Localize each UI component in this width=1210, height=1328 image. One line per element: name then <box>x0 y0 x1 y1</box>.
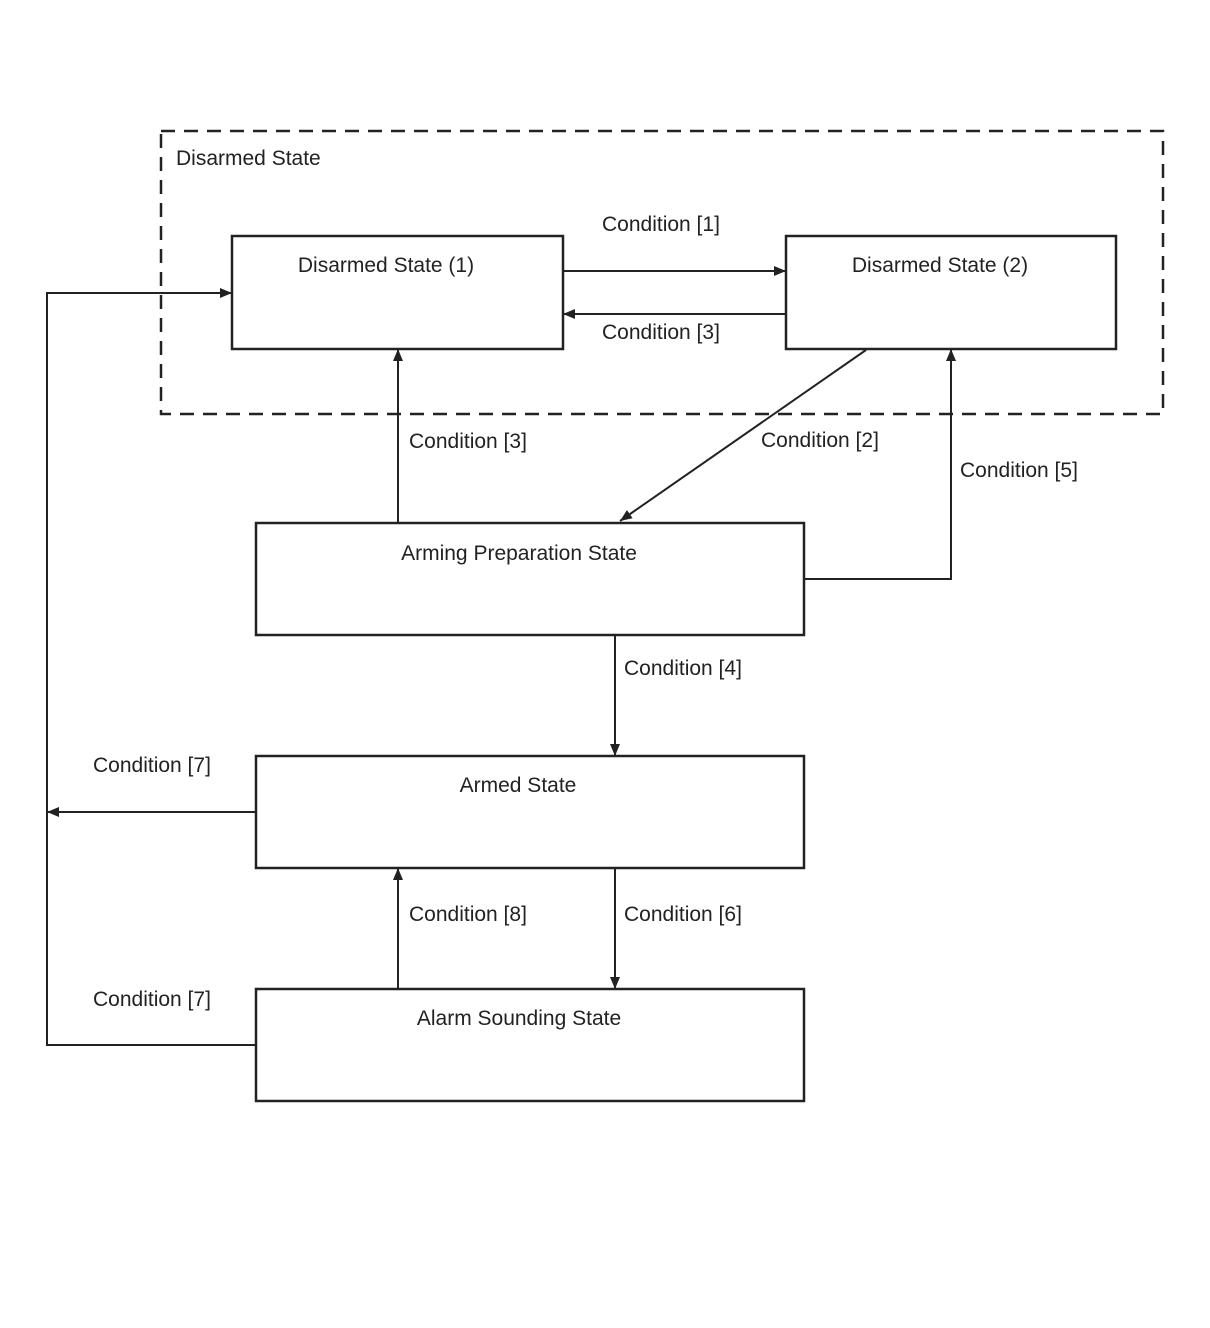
edge-d2-to-arming <box>619 349 867 522</box>
disarmed-state-1-box <box>230 234 565 351</box>
edge-arming-to-d2 <box>804 349 956 580</box>
arming-preparation-state-box <box>254 521 806 637</box>
arming-preparation-state-label: Arming Preparation State <box>401 542 637 565</box>
edge-alarm-to-d1 <box>46 288 256 1046</box>
edge-label-d2-to-d1: Condition [3] <box>602 321 720 344</box>
edge-label-alarm-to-d1: Condition [7] <box>93 988 211 1011</box>
alarm-sounding-state-label: Alarm Sounding State <box>417 1007 621 1030</box>
armed-state-label: Armed State <box>460 774 577 797</box>
disarmed-group-label: Disarmed State <box>176 147 321 170</box>
edge-label-arming-to-d1: Condition [3] <box>409 430 527 453</box>
edge-label-d1-to-d2: Condition [1] <box>602 213 720 236</box>
disarmed-group-container <box>159 129 1165 416</box>
edge-label-d2-to-arming: Condition [2] <box>761 429 879 452</box>
edge-label-armed-to-alarm: Condition [6] <box>624 903 742 926</box>
edge-label-armed-to-d1: Condition [7] <box>93 754 211 777</box>
edge-label-arming-to-d2: Condition [5] <box>960 459 1078 482</box>
edge-label-alarm-to-armed: Condition [8] <box>409 903 527 926</box>
edge-label-arming-to-armed: Condition [4] <box>624 657 742 680</box>
alarm-sounding-state-box <box>254 987 806 1103</box>
disarmed-state-2-label: Disarmed State (2) <box>852 254 1028 277</box>
disarmed-state-2-box <box>784 234 1118 351</box>
armed-state-box <box>254 754 806 870</box>
disarmed-state-1-label: Disarmed State (1) <box>298 254 474 277</box>
